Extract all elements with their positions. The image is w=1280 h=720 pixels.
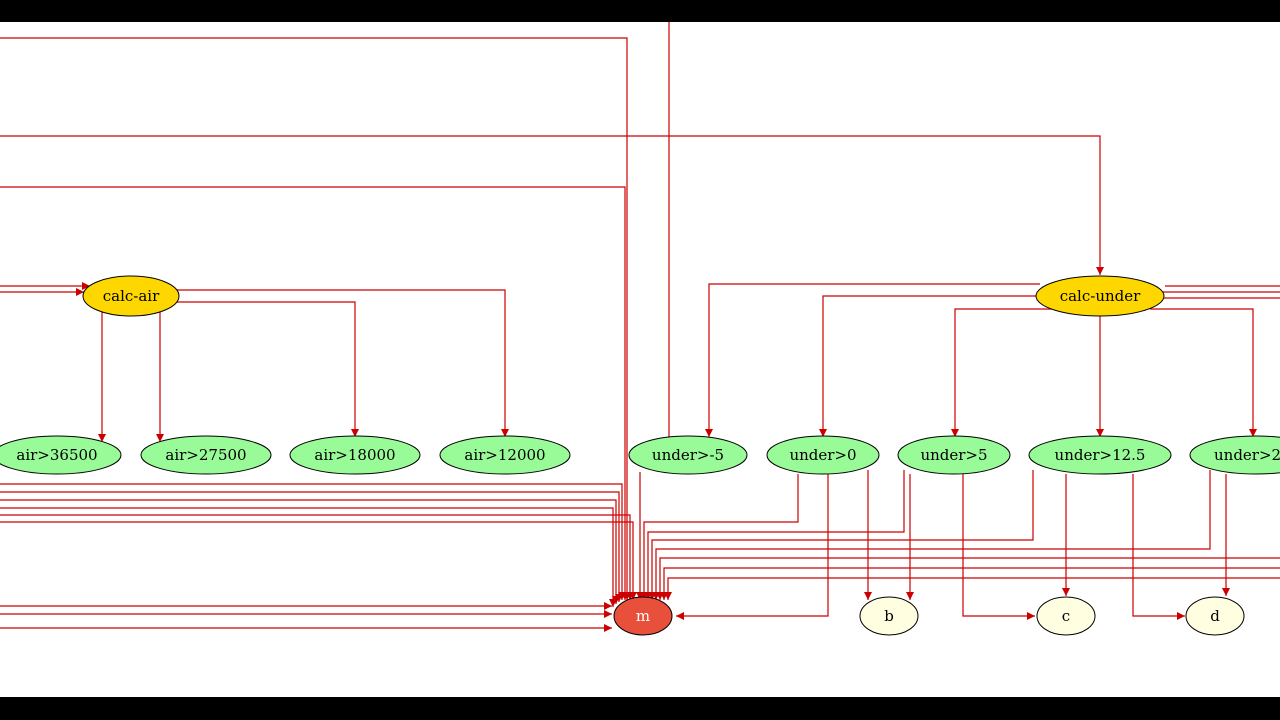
edge bbox=[0, 491, 623, 602]
edge bbox=[0, 483, 626, 600]
node-label: air>12000 bbox=[464, 446, 545, 464]
node-label: under>2 bbox=[1214, 446, 1280, 464]
edge bbox=[176, 289, 509, 437]
node-calc-air[interactable]: calc-air bbox=[82, 275, 180, 317]
node-label: under>-5 bbox=[652, 446, 724, 464]
node-label: air>18000 bbox=[314, 446, 395, 464]
edge bbox=[170, 301, 359, 437]
node-under-5[interactable]: under>5 bbox=[897, 435, 1011, 475]
edge bbox=[656, 557, 1280, 600]
node-label: m bbox=[636, 607, 650, 625]
node-label: b bbox=[884, 607, 894, 625]
letterbox-bottom bbox=[0, 697, 1280, 720]
node-under-2x[interactable]: under>2 bbox=[1189, 435, 1280, 475]
edge bbox=[819, 295, 1040, 437]
edge bbox=[962, 474, 1035, 620]
edge bbox=[660, 567, 1280, 600]
node-calc-under[interactable]: calc-under bbox=[1035, 275, 1165, 317]
edge bbox=[705, 283, 1040, 437]
node-label: calc-air bbox=[103, 287, 160, 305]
node-under-0[interactable]: under>0 bbox=[766, 435, 880, 475]
node-label: calc-under bbox=[1060, 287, 1141, 305]
node-label: d bbox=[1210, 607, 1220, 625]
edge bbox=[0, 514, 634, 600]
edge bbox=[648, 470, 1034, 600]
node-m[interactable]: m bbox=[613, 596, 673, 636]
edges bbox=[0, 22, 1280, 632]
node-air-27500[interactable]: air>27500 bbox=[140, 435, 272, 475]
edge bbox=[640, 474, 799, 600]
node-label: under>12.5 bbox=[1055, 446, 1146, 464]
node-air-18000[interactable]: air>18000 bbox=[289, 435, 421, 475]
edge bbox=[652, 470, 1211, 600]
edge bbox=[676, 474, 829, 620]
edge bbox=[644, 470, 905, 600]
node-air-12000[interactable]: air>12000 bbox=[439, 435, 571, 475]
edge bbox=[0, 507, 617, 607]
node-label: under>0 bbox=[789, 446, 856, 464]
edge bbox=[0, 499, 620, 604]
node-d[interactable]: d bbox=[1185, 596, 1245, 636]
letterbox-top bbox=[0, 0, 1280, 22]
edge bbox=[0, 521, 637, 600]
node-air-36500[interactable]: air>36500 bbox=[0, 435, 122, 475]
node-c[interactable]: c bbox=[1036, 596, 1096, 636]
graph-canvas: calc-air calc-under air>36500 air>27500 … bbox=[0, 22, 1280, 697]
edge bbox=[664, 577, 1280, 600]
node-b[interactable]: b bbox=[859, 596, 919, 636]
edge bbox=[0, 186, 629, 600]
dependency-graph: calc-air calc-under air>36500 air>27500 … bbox=[0, 22, 1280, 636]
node-label: under>5 bbox=[920, 446, 987, 464]
node-label: air>27500 bbox=[165, 446, 246, 464]
edge bbox=[951, 308, 1055, 437]
node-label: c bbox=[1062, 607, 1070, 625]
node-label: air>36500 bbox=[16, 446, 97, 464]
edge bbox=[1150, 308, 1257, 437]
edge bbox=[0, 37, 631, 600]
node-under-minus-5[interactable]: under>-5 bbox=[628, 435, 748, 475]
edge bbox=[1132, 474, 1185, 620]
nodes: calc-air calc-under air>36500 air>27500 … bbox=[0, 275, 1280, 636]
node-under-12-5[interactable]: under>12.5 bbox=[1028, 435, 1172, 475]
edge bbox=[0, 135, 1104, 275]
